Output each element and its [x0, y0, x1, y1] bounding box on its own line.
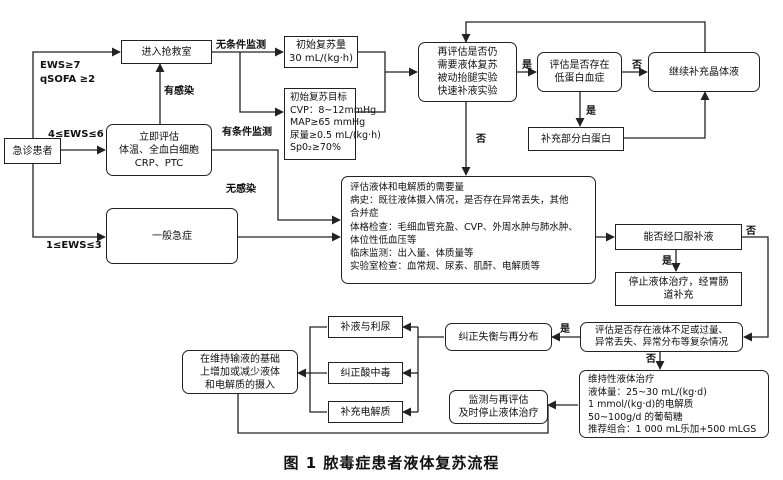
node-continue-crystal: 继续补充晶体液	[648, 52, 760, 92]
node-initial-rate-line: 30 mL/(kg·h)	[288, 53, 354, 64]
edge-goals-reassess	[356, 72, 386, 113]
node-assess-line: CRP、PTC	[134, 157, 184, 169]
node-albumin: 补充部分白蛋白	[528, 127, 624, 151]
edge-elec-adjust	[309, 373, 327, 413]
node-deficit-line: 评估是否存在液体不足或过量、	[594, 324, 728, 336]
node-initial-goals: 初始复苏目标 CVP：8~12mmHg MAP≥65 mmHg 尿量≥0.5 m…	[284, 88, 381, 160]
node-fluid-needs-line: 体格检查：毛细血管充盈、CVP、外周水肿与肺水肿、	[350, 221, 578, 233]
node-fluid-needs-line: 病史：既往液体摄入情况，是否存在异常丢失，其他	[350, 195, 569, 207]
edge-fluid-adjust	[297, 326, 327, 378]
edge-assess-needs	[212, 149, 341, 225]
node-maintenance-line: 维持性液体治疗	[588, 374, 655, 385]
label-reassess-yes: 是	[522, 60, 532, 71]
node-fluid-needs-line: 临床监测：出入量、体质量等	[350, 248, 474, 260]
node-deficit: 评估是否存在液体不足或过量、 异常丢失、异常分布等复杂情况	[580, 322, 743, 352]
label-deficit-no: 否	[646, 354, 656, 365]
label-has-infection: 有感染	[164, 86, 194, 97]
node-reassess-line: 再评估是否仍	[437, 47, 498, 58]
node-fluid-needs-line: 体位性低血压等	[350, 234, 417, 246]
node-general-emergency: 一般急症	[106, 208, 238, 264]
figure-caption: 图 1 脓毒症患者液体复苏流程	[283, 454, 500, 472]
node-maintenance-line: 1 mmol/(kg·d)的电解质	[588, 399, 694, 411]
node-initial-goals-line: CVP：8~12mmHg	[290, 104, 377, 116]
node-correct: 纠正失衡与再分布	[445, 323, 552, 351]
node-assess-line: 体温、全血白细胞	[119, 144, 199, 156]
node-initial-goals-line: 初始复苏目标	[290, 92, 348, 103]
node-stop-iv-line: 停止液体治疗，经胃肠	[628, 277, 729, 288]
node-adjust-line: 和电解质的摄入	[205, 379, 275, 391]
node-initial-goals-line: Sp0₂≥70%	[290, 142, 341, 153]
node-monitor-line: 及时停止液体治疗	[458, 408, 539, 419]
node-initial-goals-line: 尿量≥0.5 mL/(kg·h)	[290, 129, 381, 141]
node-fluid-needs-line: 合并症	[350, 208, 379, 220]
node-fluid-needs-line: 评估液体和电解质的需要量	[350, 182, 465, 193]
node-fluid-needs: 评估液体和电解质的需要量 病史：既往液体摄入情况，是否存在异常丢失，其他 合并症…	[341, 176, 596, 284]
node-assess-line: 立即评估	[139, 131, 179, 143]
edge-patient-rescue	[32, 47, 121, 140]
label-hypo-yes: 是	[586, 106, 596, 117]
node-hypoalbumin: 评估是否存在 低蛋白血症	[537, 52, 622, 92]
node-hypoalbumin-line: 低蛋白血症	[554, 73, 605, 84]
label-deficit-yes: 是	[560, 324, 570, 335]
label-ews-low: 1≤EWS≤3	[46, 240, 102, 251]
edge-rate-reassess	[358, 51, 418, 77]
label-has-condition: 有条件监测	[222, 127, 272, 138]
node-monitor-line: 监测与再评估	[468, 395, 529, 406]
node-patient: 急诊患者	[4, 138, 61, 164]
node-reassess: 再评估是否仍 需要液体复苏 被动抬腿实验 快速补液实验	[418, 42, 517, 102]
node-acidosis: 纠正酸中毒	[328, 362, 403, 384]
node-stop-iv-line: 道补充	[663, 290, 694, 301]
edge-albumin-crystal	[624, 91, 710, 139]
node-assess: 立即评估 体温、全血白细胞 CRP、PTC	[106, 124, 212, 176]
node-oral: 能否经口服补液	[615, 224, 742, 250]
node-monitor: 监测与再评估 及时停止液体治疗	[449, 390, 548, 424]
edge-patient-general	[32, 162, 106, 242]
node-initial-goals-line: MAP≥65 mmHg	[290, 117, 366, 128]
node-adjust-line: 上增加或减少液体	[200, 366, 280, 378]
edge-rescue-goals	[239, 52, 284, 117]
node-reassess-line: 被动抬腿实验	[437, 73, 498, 84]
node-maintenance-line: 50~100g/d 的葡萄糖	[588, 411, 683, 423]
node-initial-rate-line: 初始复苏量	[295, 40, 346, 51]
node-rescue-room: 进入抢救室	[121, 40, 212, 64]
label-qsofa: qSOFA ≥2	[40, 74, 96, 85]
node-maintenance-line: 液体量：25~30 mL/(kg·d)	[588, 386, 707, 398]
node-maintenance: 维持性液体治疗 液体量：25~30 mL/(kg·d) 1 mmol/(kg·d…	[579, 370, 769, 438]
label-reassess-no: 否	[476, 134, 486, 145]
node-fluid-diuresis: 补液与利尿	[328, 316, 403, 338]
node-fluid-needs-line: 实验室检查：血常规、尿素、肌酐、电解质等	[350, 261, 541, 273]
edge-adjust-monitor	[237, 394, 549, 434]
edge-crystal-loop	[461, 21, 706, 52]
label-oral-no: 否	[746, 226, 756, 237]
label-ews-mid: 4≤EWS≤6	[48, 129, 104, 140]
node-deficit-line: 异常丢失、异常分布等复杂情况	[594, 337, 728, 348]
node-hypoalbumin-line: 评估是否存在	[549, 60, 610, 71]
label-ews-high: EWS≥7	[40, 60, 81, 71]
node-stop-iv: 停止液体治疗，经胃肠 道补充	[615, 272, 742, 306]
node-reassess-line: 需要液体复苏	[437, 60, 498, 71]
label-oral-yes: 是	[662, 256, 672, 267]
label-no-condition: 无条件监测	[216, 40, 266, 51]
node-adjust-line: 在维持输液的基础	[200, 353, 280, 365]
node-electrolyte: 补充电解质	[328, 401, 403, 423]
label-hypo-no: 否	[632, 60, 642, 71]
edge-oral-deficit	[742, 236, 769, 342]
node-reassess-line: 快速补液实验	[437, 86, 498, 97]
node-initial-rate: 初始复苏量 30 mL/(kg·h)	[284, 36, 358, 68]
node-maintenance-line: 推荐组合：1 000 mL乐加+500 mLGS	[588, 424, 757, 436]
node-adjust: 在维持输液的基础 上增加或减少液体 和电解质的摄入	[182, 350, 298, 394]
label-no-infection: 无感染	[226, 184, 256, 195]
